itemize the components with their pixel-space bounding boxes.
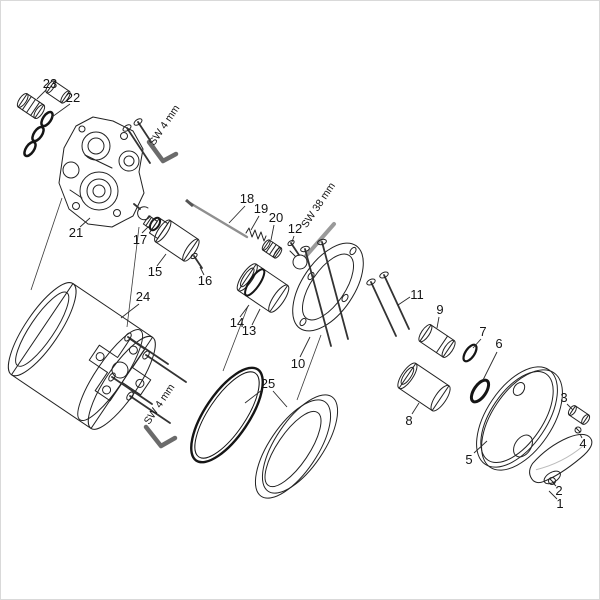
seal-ring (190, 366, 264, 464)
part-label-12: 12 (288, 221, 302, 236)
grub-screw (287, 239, 300, 256)
spring (245, 227, 267, 242)
part-label-21: 21 (69, 225, 83, 240)
handle-screw (574, 426, 582, 434)
safety-ring (292, 242, 364, 332)
part-label-17: 17 (133, 232, 147, 247)
trim-ring (254, 394, 339, 499)
part-label-5: 5 (465, 452, 472, 467)
part-label-23: 23 (43, 76, 57, 91)
spacer-sleeve (418, 324, 456, 358)
cartridge (142, 215, 200, 262)
part-label-19: 19 (254, 201, 268, 216)
leader-lines (36, 89, 583, 500)
part-label-3: 3 (560, 390, 567, 405)
fitting-a (16, 92, 46, 120)
part-label-25: 25 (261, 376, 275, 391)
cartridge-screw (190, 252, 203, 269)
part-label-15: 15 (148, 264, 162, 279)
o-ring-large (469, 378, 491, 404)
escutcheon-plate (476, 366, 563, 471)
part-label-8: 8 (405, 413, 412, 428)
fitting-b (45, 80, 71, 104)
cover-screws (108, 332, 187, 424)
part-label-1: 1 (556, 496, 563, 511)
ring-screws (300, 238, 349, 347)
handle-lever (529, 433, 593, 485)
part-label-24: 24 (136, 289, 150, 304)
allen-key-top-icon (146, 139, 179, 164)
pin-screw (548, 477, 556, 485)
part-labels: 23 22 21 17 15 16 24 18 19 20 12 14 13 1… (43, 76, 587, 511)
spindle (185, 198, 249, 239)
part-label-9: 9 (436, 302, 443, 317)
part-label-13: 13 (242, 323, 256, 338)
allen-key-icon (143, 424, 178, 449)
part-label-22: 22 (66, 90, 80, 105)
knurled-nut (261, 239, 283, 259)
o-ring-set (23, 110, 54, 158)
valve-body (58, 116, 145, 228)
part-label-7: 7 (479, 324, 486, 339)
part-label-14: 14 (230, 315, 244, 330)
part-label-2: 2 (555, 483, 562, 498)
extension-sleeve (397, 362, 451, 412)
sleeve (236, 263, 290, 313)
part-label-18: 18 (240, 191, 254, 206)
part-label-20: 20 (269, 210, 283, 225)
part-label-16: 16 (198, 273, 212, 288)
part-label-10: 10 (291, 356, 305, 371)
stop-bushing (567, 405, 591, 425)
part-label-11: 11 (410, 287, 424, 302)
alignment-lines (30, 197, 322, 401)
part-label-6: 6 (495, 336, 502, 351)
part-label-4: 4 (579, 436, 586, 451)
fixing-screws (366, 271, 410, 337)
